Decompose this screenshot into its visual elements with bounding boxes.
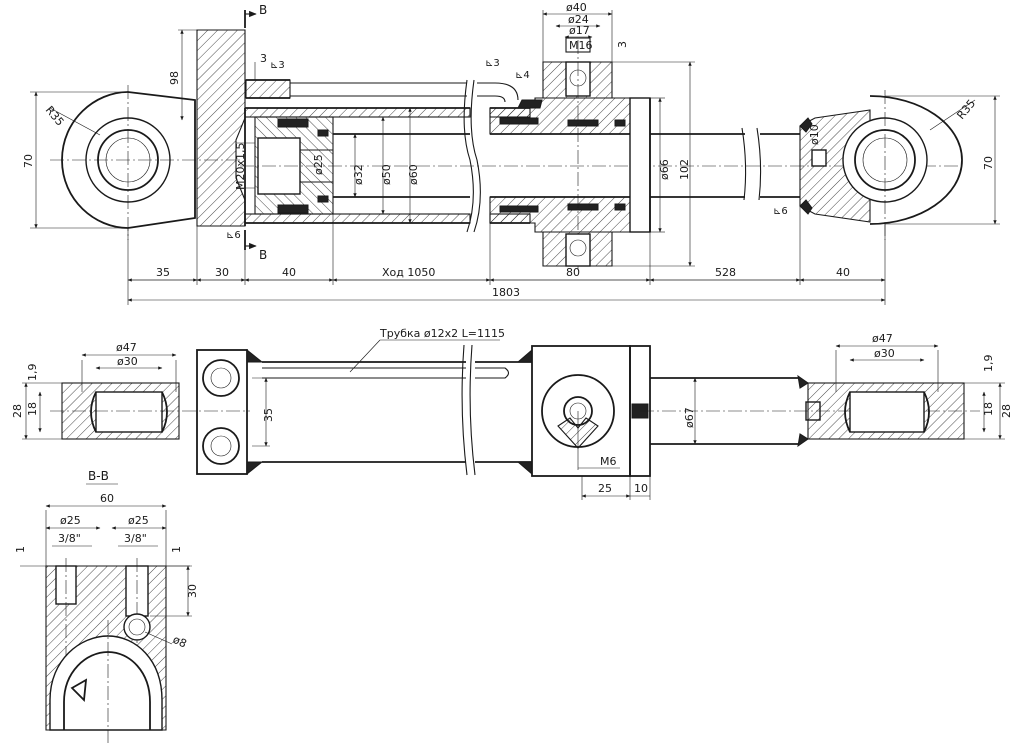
rod-gland (489, 97, 651, 233)
dim-d32: ø32 (352, 164, 365, 185)
dim-d30-left: ø30 (117, 355, 138, 368)
right-bushing: ø47 ø30 28 18 1,9 (807, 332, 1013, 440)
dim-l30: 30 (215, 266, 229, 279)
left-bushing: ø47 ø30 28 18 1,9 (11, 341, 250, 440)
right-eye-lug (799, 90, 963, 240)
dim-d67: ø67 (683, 407, 696, 428)
section-mark-top: В В (244, 3, 267, 262)
dim-one-left: 1 (14, 546, 27, 553)
dim-d66: ø66 (658, 159, 671, 180)
section-letter-bottom: В (259, 248, 267, 262)
dim-h70-right: 70 (982, 156, 995, 170)
dim-l528: 528 (715, 266, 736, 279)
dim-l25: 25 (598, 482, 612, 495)
dim-l80: 80 (566, 266, 580, 279)
gland-plan: М6 25 10 (531, 345, 651, 500)
dim-h70-left: 70 (22, 154, 35, 168)
dim-d24: ø24 (568, 13, 589, 26)
dim-h28-left: 28 (11, 404, 24, 418)
left-eye-lug (50, 85, 240, 240)
weld-mark-4: ⊾6 (226, 230, 241, 241)
dim-m16: М16 (569, 39, 593, 52)
dim-h28-right: 28 (1000, 404, 1013, 418)
dim-h102: 102 (678, 159, 691, 180)
dim-d25-right: ø25 (128, 514, 149, 527)
rod-plan: ø67 (640, 374, 980, 448)
top-section-view: В В ø40 ø24 ø17 М16 3 ø66 102 (22, 1, 1000, 305)
port-nut (542, 40, 613, 270)
dim-d30-right: ø30 (874, 347, 895, 360)
dim-l40a: 40 (282, 266, 296, 279)
dim-d47-right: ø47 (872, 332, 893, 345)
bottom-cap (196, 29, 246, 227)
dim-h30: 30 (186, 584, 199, 598)
dim-g38-right: 3/8" (124, 532, 147, 545)
dim-d10: ø10 (808, 124, 821, 145)
dim-d40: ø40 (566, 1, 587, 14)
dim-r35-left: R35 (43, 104, 67, 129)
weld-mark-5: ⊾6 (773, 206, 788, 217)
section-letter-top: В (259, 3, 267, 17)
barrel-plan: Трубка ø12х2 L=1115 (246, 327, 533, 476)
dim-d47-left: ø47 (116, 341, 137, 354)
dim-l10: 10 (634, 482, 648, 495)
dim-g38-left: 3/8" (58, 532, 81, 545)
dim-one-right: 1 (170, 546, 183, 553)
dim-l35: 35 (156, 266, 170, 279)
dim-m20: М20х1,5 (234, 143, 247, 191)
dim-h18-left: 18 (26, 402, 39, 416)
dim-d60: ø60 (407, 164, 420, 185)
dim-r35-right: R35 (954, 97, 978, 122)
weld-mark-1: ⊾3 (270, 60, 285, 71)
dim-stroke: Ход 1050 (382, 266, 435, 279)
dim-h98: 98 (168, 71, 181, 85)
dim-3-left: 3 (260, 52, 267, 65)
dim-d17: ø17 (569, 24, 590, 37)
dim-d50: ø50 (380, 164, 393, 185)
dim-d25: ø25 (312, 154, 325, 175)
dim-d8: ø8 (171, 633, 189, 651)
oil-tube (245, 79, 543, 109)
dim-total: 1803 (492, 286, 520, 299)
bottom-block-plan: 35 (196, 349, 275, 475)
dim-w60: 60 (100, 492, 114, 505)
weld-mark-2: ⊾3 (485, 58, 500, 69)
dim-h35: 35 (262, 408, 275, 422)
weld-mark-3: ⊾4 (515, 70, 530, 81)
dim-h19-right: 1,9 (982, 355, 995, 373)
top-view-dimensions: ø40 ø24 ø17 М16 3 ø66 102 3 98 R35 (22, 1, 1000, 305)
middle-plan-view: ø47 ø30 28 18 1,9 35 (11, 327, 1013, 500)
tube-label: Трубка ø12х2 L=1115 (379, 327, 505, 340)
dim-m6: М6 (600, 455, 617, 468)
dim-h19-left: 1,9 (26, 364, 39, 382)
section-title: В-В (88, 469, 109, 483)
dim-3-right: 3 (616, 41, 629, 48)
dim-h18-right: 18 (982, 402, 995, 416)
dim-l40b: 40 (836, 266, 850, 279)
dim-d25-left: ø25 (60, 514, 81, 527)
section-bb-view: В-В 60 ø25 ø25 3/8" 3/8" 1 1 ø8 30 (14, 469, 199, 743)
